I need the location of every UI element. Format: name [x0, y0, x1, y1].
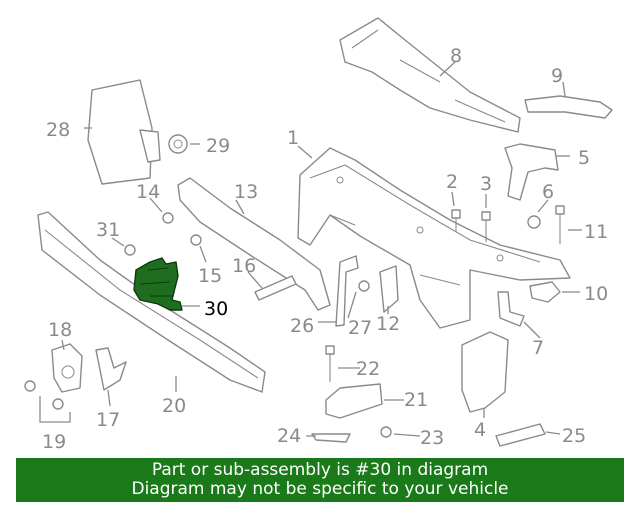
part-16-rod[interactable]: [254, 275, 297, 301]
callout-24[interactable]: 24: [277, 425, 301, 447]
part-7-bracket[interactable]: [497, 291, 525, 327]
callout-10[interactable]: 10: [584, 283, 608, 305]
part-21-bracket[interactable]: [325, 383, 383, 419]
callout-16[interactable]: 16: [232, 255, 256, 277]
callout-17[interactable]: 17: [96, 409, 120, 431]
part-30-bracket-highlighted[interactable]: [133, 257, 183, 311]
callout-20[interactable]: 20: [162, 395, 186, 417]
callout-2[interactable]: 2: [446, 171, 458, 193]
callout-15[interactable]: 15: [198, 265, 222, 287]
part-9-bracket[interactable]: [524, 95, 613, 119]
callout-22[interactable]: 22: [356, 358, 380, 380]
banner-line-2: Diagram may not be specific to your vehi…: [131, 479, 509, 499]
callout-25[interactable]: 25: [562, 425, 586, 447]
callouts: 8 9 5 1 2 3 6 11 10 7 28 29 13 14 31 15 …: [42, 45, 608, 453]
part-12-bracket[interactable]: [379, 265, 399, 313]
part-28-module[interactable]: [87, 79, 161, 185]
part-8-upper-tie-bar[interactable]: [339, 17, 521, 133]
part-25-bar[interactable]: [495, 423, 546, 447]
callout-12[interactable]: 12: [376, 313, 400, 335]
part-18-bracket[interactable]: [51, 343, 83, 393]
callout-1[interactable]: 1: [287, 127, 299, 149]
part-1-radiator-support[interactable]: [297, 147, 571, 329]
callout-19[interactable]: 19: [42, 431, 66, 453]
callout-11[interactable]: 11: [584, 221, 608, 243]
part-24-seal[interactable]: [311, 433, 351, 443]
part-5-bracket[interactable]: [504, 143, 559, 201]
part-26-link[interactable]: [335, 255, 359, 327]
bolts: [24, 205, 565, 438]
part-4-bracket[interactable]: [461, 331, 509, 413]
banner-line-1: Part or sub-assembly is #30 in diagram: [151, 460, 489, 480]
callout-14[interactable]: 14: [136, 181, 160, 203]
callout-8[interactable]: 8: [450, 45, 462, 67]
part-29-grommet[interactable]: [168, 134, 188, 154]
callout-4[interactable]: 4: [474, 419, 486, 441]
callout-28[interactable]: 28: [46, 119, 70, 141]
callout-9[interactable]: 9: [551, 65, 563, 87]
parts-diagram: 8 9 5 1 2 3 6 11 10 7 28 29 13 14 31 15 …: [24, 17, 613, 453]
info-banner: Part or sub-assembly is #30 in diagram D…: [16, 458, 624, 502]
callout-29[interactable]: 29: [206, 135, 230, 157]
part-10-bracket[interactable]: [529, 281, 561, 303]
callout-21[interactable]: 21: [404, 389, 428, 411]
callout-26[interactable]: 26: [290, 315, 314, 337]
callout-30[interactable]: 30: [204, 298, 228, 320]
callout-7[interactable]: 7: [532, 337, 544, 359]
callout-13[interactable]: 13: [234, 181, 258, 203]
callout-27[interactable]: 27: [348, 317, 372, 339]
callout-6[interactable]: 6: [542, 181, 554, 203]
callout-23[interactable]: 23: [420, 427, 444, 449]
callout-3[interactable]: 3: [480, 173, 492, 195]
part-17-bracket[interactable]: [95, 347, 127, 391]
leader-lines: [39, 61, 582, 437]
callout-5[interactable]: 5: [578, 147, 590, 169]
callout-31[interactable]: 31: [96, 219, 120, 241]
callout-18[interactable]: 18: [48, 319, 72, 341]
